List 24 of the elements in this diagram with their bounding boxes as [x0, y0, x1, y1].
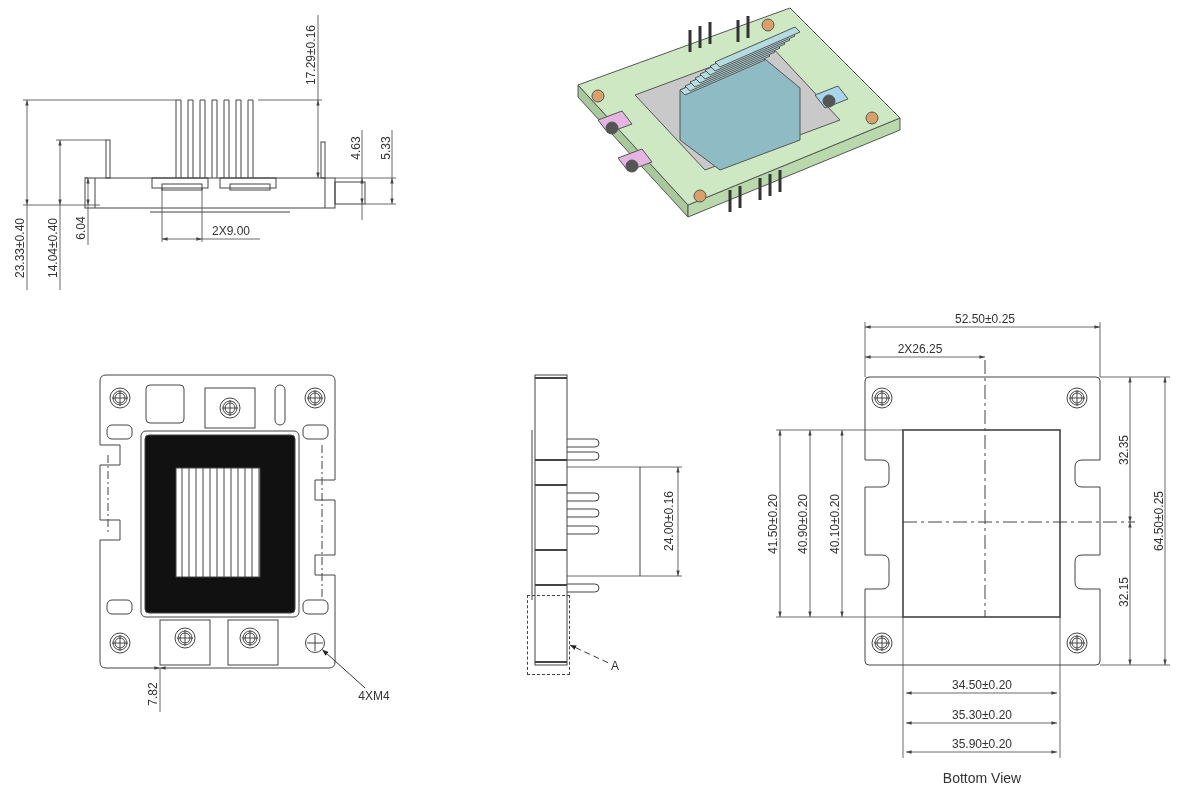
dimension-label: 34.50±0.20 — [952, 678, 1012, 692]
dimension-label: 40.10±0.20 — [828, 494, 842, 554]
dimension-label: 2X9.00 — [212, 224, 250, 238]
dimension-label: 4.63 — [349, 136, 363, 160]
dimension-label: 7.82 — [146, 682, 160, 706]
dimension-label: 35.90±0.20 — [952, 737, 1012, 751]
dimension-label: 5.33 — [379, 136, 393, 160]
dimension-label: 6.04 — [74, 216, 88, 240]
view-caption: Bottom View — [942, 771, 1022, 785]
dimension-label: 32.15 — [1117, 577, 1131, 607]
dimension-label: 32.35 — [1117, 435, 1131, 465]
dimension-label: 52.50±0.25 — [955, 312, 1015, 326]
dimension-label: 40.90±0.20 — [796, 494, 810, 554]
detail-frame — [527, 595, 570, 675]
dimension-label: 35.30±0.20 — [952, 708, 1012, 722]
callout-label: 4XM4 — [350, 688, 398, 704]
dimension-label: 17.29±0.16 — [304, 25, 318, 85]
dimension-label: 64.50±0.25 — [1152, 491, 1166, 551]
dimension-label: 2X26.25 — [897, 342, 943, 356]
dimension-label: 24.00±0.16 — [662, 491, 676, 551]
dimension-label: 41.50±0.20 — [766, 494, 780, 554]
view-label: A — [608, 657, 622, 675]
dimension-label: 23.33±0.40 — [13, 218, 27, 278]
dimension-label: 14.04±0.40 — [46, 218, 60, 278]
